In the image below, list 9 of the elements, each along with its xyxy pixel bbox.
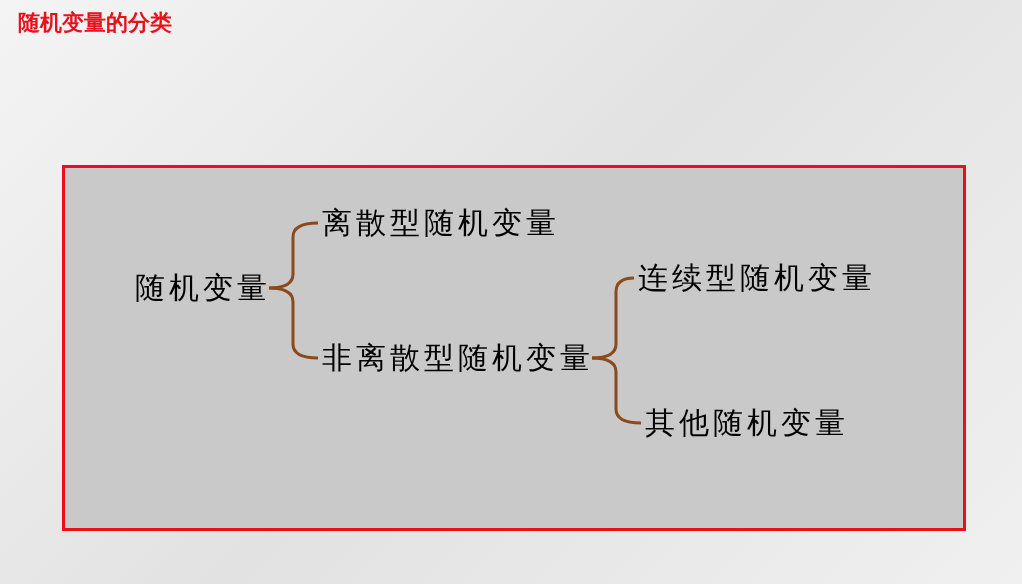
brace-connector: [268, 221, 319, 290]
slide-title: 随机变量的分类: [18, 9, 172, 37]
node-label: 离散型随机变量: [322, 203, 560, 243]
node-label: 随机变量: [135, 268, 271, 308]
brace-connector: [591, 356, 642, 425]
brace-connector: [268, 286, 319, 360]
node-label: 非离散型随机变量: [322, 338, 594, 378]
node-label: 连续型随机变量: [638, 258, 876, 298]
node-label: 其他随机变量: [645, 403, 849, 443]
